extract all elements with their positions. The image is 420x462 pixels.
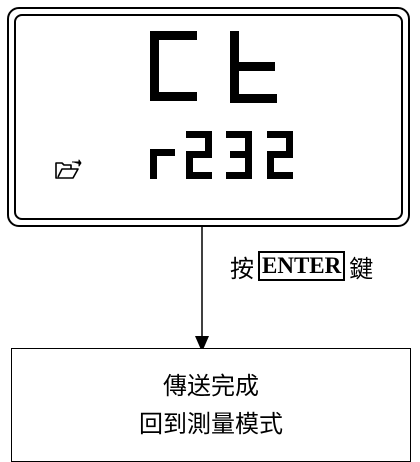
enter-key-label: ENTER bbox=[258, 251, 346, 281]
result-box: 傳送完成 回到測量模式 bbox=[11, 348, 411, 462]
result-line1: 傳送完成 bbox=[163, 372, 259, 400]
result-line2: 回到測量模式 bbox=[139, 410, 283, 438]
lcd-line2-text bbox=[150, 131, 300, 179]
instruction-suffix: 鍵 bbox=[349, 254, 374, 283]
lcd-display bbox=[7, 7, 410, 227]
key-instruction: 按 ENTER 鍵 bbox=[230, 249, 420, 283]
lcd-line1-text bbox=[150, 31, 290, 105]
instruction-prefix: 按 bbox=[230, 254, 254, 283]
folder-open-arrow-icon bbox=[54, 159, 82, 181]
lcd-inner-frame bbox=[14, 14, 403, 220]
